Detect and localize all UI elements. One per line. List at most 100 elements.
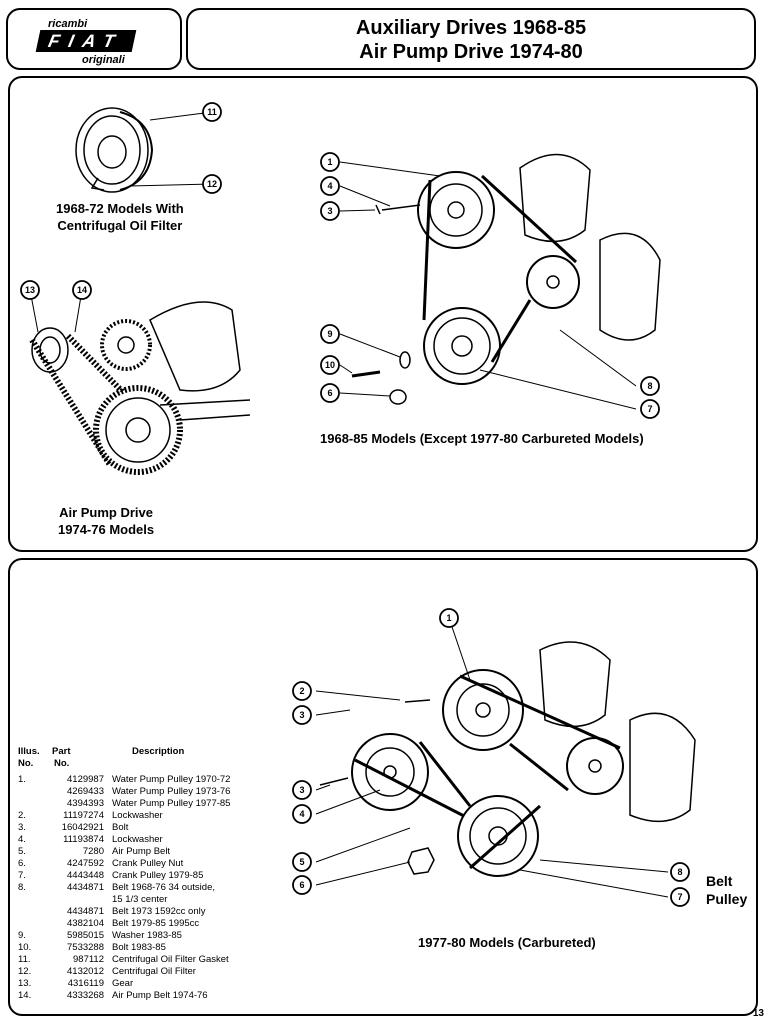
legend-part: 4269433 xyxy=(67,786,104,797)
caption-air-pump-drive: Air Pump Drive 1974-76 Models xyxy=(58,505,155,537)
callout-bottom-5: 5 xyxy=(292,852,312,872)
logo-text-originali: originali xyxy=(82,54,125,66)
callout-bottom-3b: 3 xyxy=(292,780,312,800)
drive-assembly-1968-85-drawing xyxy=(351,153,661,405)
callout-bottom-6: 6 xyxy=(292,875,312,895)
callout-bottom-8: 8 xyxy=(670,862,690,882)
legend-part: 4434871 xyxy=(67,906,104,917)
legend-illus xyxy=(18,798,44,810)
svg-text:9: 9 xyxy=(327,329,332,339)
callout-top-7: 7 xyxy=(640,399,660,419)
callout-top-8: 8 xyxy=(640,376,660,396)
callout-bottom-1: 1 xyxy=(439,608,459,628)
title-line-1: Auxiliary Drives 1968-85 xyxy=(355,17,587,39)
title-line-2: Air Pump Drive 1974-80 xyxy=(359,41,583,63)
svg-text:4: 4 xyxy=(327,181,332,191)
svg-text:12: 12 xyxy=(207,179,217,189)
legend-desc: Belt 1973 1592cc only xyxy=(112,906,206,917)
callout-bottom-2: 2 xyxy=(292,681,312,701)
legend-row: 3. 16042921 Bolt xyxy=(18,822,230,834)
legend-illus: 1. xyxy=(18,774,26,785)
parts-legend: Illus. Part Description No. No. 1.412998… xyxy=(18,746,230,1002)
legend-row: 15 1/3 center xyxy=(18,894,230,906)
svg-text:1: 1 xyxy=(446,613,451,623)
legend-desc: Lockwasher xyxy=(112,834,163,845)
legend-desc: Air Pump Belt xyxy=(112,846,171,857)
legend-row: 11. 987112 Centrifugal Oil Filter Gasket xyxy=(18,954,230,966)
legend-part: 7280 xyxy=(82,846,104,857)
legend-illus: 7. xyxy=(18,870,26,881)
svg-text:7: 7 xyxy=(647,404,652,414)
callout-bottom-4: 4 xyxy=(292,804,312,824)
page-number: 13 xyxy=(752,1008,764,1019)
legend-header-2: No. No. xyxy=(18,758,70,769)
legend-desc: 15 1/3 center xyxy=(112,894,168,905)
legend-row: 12. 4132012 Centrifugal Oil Filter xyxy=(18,966,230,978)
legend-illus: 9. xyxy=(18,930,26,941)
legend-part: 16042921 xyxy=(61,822,104,833)
callout-13: 13 xyxy=(20,280,40,300)
legend-part: 987112 xyxy=(73,954,104,965)
callout-top-3: 3 xyxy=(320,201,340,221)
legend-illus: 3. xyxy=(18,822,26,833)
legend-illus: 10. xyxy=(18,942,32,953)
callout-top-4: 4 xyxy=(320,176,340,196)
legend-desc: Water Pump Pulley 1970-72 xyxy=(112,774,231,785)
legend-illus: 14. xyxy=(18,990,32,1001)
svg-text:5: 5 xyxy=(299,857,304,867)
legend-desc: Water Pump Pulley 1977-85 xyxy=(112,798,231,809)
legend-illus: 2. xyxy=(18,810,26,821)
svg-text:3: 3 xyxy=(299,785,304,795)
legend-part: 11197274 xyxy=(63,810,104,821)
legend-illus xyxy=(18,786,44,798)
legend-desc: Water Pump Pulley 1973-76 xyxy=(112,786,231,797)
legend-illus: 8. xyxy=(18,882,26,893)
svg-text:8: 8 xyxy=(647,381,652,391)
legend-part: 4129987 xyxy=(67,774,104,785)
svg-text:3: 3 xyxy=(299,710,304,720)
svg-text:6: 6 xyxy=(299,880,304,890)
legend-desc: Centrifugal Oil Filter xyxy=(112,966,196,977)
fiat-logo: ricambi FIAT originali xyxy=(6,8,182,70)
legend-illus: 12. xyxy=(18,966,32,977)
legend-illus: 4. xyxy=(18,834,26,845)
legend-part xyxy=(44,894,112,906)
legend-illus xyxy=(18,906,44,918)
logo-text-ricambi: ricambi xyxy=(48,18,88,30)
legend-part: 4434871 xyxy=(67,882,104,893)
legend-row: 14. 4333268 Air Pump Belt 1974-76 xyxy=(18,990,230,1002)
legend-part: 4132012 xyxy=(67,966,104,977)
legend-illus xyxy=(18,918,44,930)
legend-desc: Belt 1968-76 34 outside, xyxy=(112,882,215,893)
svg-text:10: 10 xyxy=(325,360,335,370)
callout-top-1: 1 xyxy=(320,152,340,172)
legend-row: 1. 4129987 Water Pump Pulley 1970-72 xyxy=(18,774,230,786)
legend-desc: Belt 1979-85 1995cc xyxy=(112,918,200,929)
legend-desc: Bolt xyxy=(112,822,129,833)
legend-illus: 11. xyxy=(18,954,31,965)
legend-desc: Bolt 1983-85 xyxy=(112,942,166,953)
callout-top-10: 10 xyxy=(320,355,340,375)
legend-row: 4269433 Water Pump Pulley 1973-76 xyxy=(18,786,230,798)
callout-14: 14 xyxy=(72,280,92,300)
legend-part: 4247592 xyxy=(67,858,104,869)
svg-text:11: 11 xyxy=(207,107,217,117)
callout-top-6: 6 xyxy=(320,383,340,403)
legend-row: 4394393 Water Pump Pulley 1977-85 xyxy=(18,798,230,810)
svg-text:13: 13 xyxy=(25,285,35,295)
svg-text:4: 4 xyxy=(299,809,304,819)
legend-desc: Centrifugal Oil Filter Gasket xyxy=(112,954,229,965)
legend-desc: Air Pump Belt 1974-76 xyxy=(112,990,208,1001)
legend-part: 4394393 xyxy=(67,798,104,809)
callout-top-9: 9 xyxy=(320,324,340,344)
legend-desc: Crank Pulley 1979-85 xyxy=(112,870,204,881)
legend-part: 4333268 xyxy=(67,990,104,1001)
svg-text:3: 3 xyxy=(327,206,332,216)
